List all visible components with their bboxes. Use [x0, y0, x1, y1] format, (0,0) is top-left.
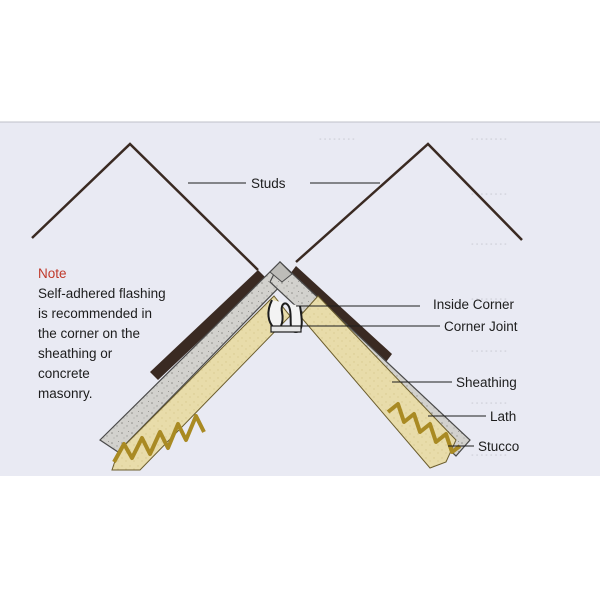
svg-text:........: ........ [470, 180, 508, 199]
background-table-ghost: ........ ........ ........ ........ ....… [318, 125, 508, 460]
svg-text:........: ........ [470, 337, 508, 356]
lath-left [112, 414, 206, 463]
studs-label: Studs [251, 176, 286, 191]
inside-corner-label: Inside Corner [433, 297, 515, 312]
svg-text:........: ........ [470, 441, 508, 460]
note-line-4: sheathing or [38, 346, 113, 361]
note-line-5: concrete [38, 366, 90, 381]
note-line-3: the corner on the [38, 326, 140, 341]
corner-joint-label: Corner Joint [444, 319, 518, 334]
note-line-1: Self-adhered flashing [38, 286, 166, 301]
sheathing-label: Sheathing [456, 375, 517, 390]
svg-text:........: ........ [470, 125, 508, 144]
stucco-left [111, 295, 291, 471]
svg-text:........: ........ [470, 389, 508, 408]
backing-left [150, 270, 266, 380]
svg-text:........: ........ [470, 230, 508, 249]
svg-text:........: ........ [318, 125, 356, 144]
corner-joint [267, 299, 303, 334]
backing-right [290, 266, 392, 362]
note-block: Note Self-adhered flashing is recommende… [38, 266, 166, 401]
stud-right [295, 142, 523, 263]
svg-text:........: ........ [470, 285, 508, 304]
stud-left [31, 142, 259, 271]
note-title: Note [38, 266, 67, 281]
lath-right [386, 402, 462, 454]
stucco-label: Stucco [478, 439, 519, 454]
note-line-2: is recommended in [38, 306, 152, 321]
lath-label: Lath [490, 409, 516, 424]
note-line-6: masonry. [38, 386, 93, 401]
sheathing-corner [269, 261, 293, 283]
